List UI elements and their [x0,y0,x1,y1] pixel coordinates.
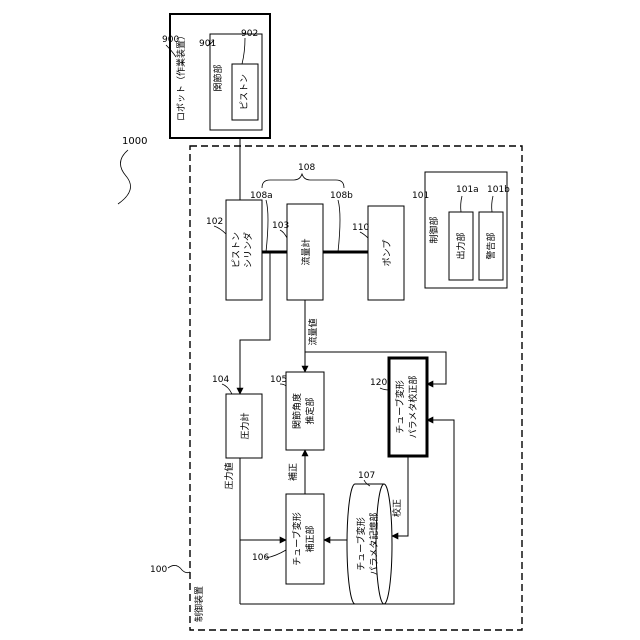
tube-param-storage-label-1: チューブ変形 [355,517,367,570]
piston-cylinder-ref: 102 [206,217,223,227]
robot-piston-label: ピストン [239,74,250,110]
pressure-gauge-label: 圧力計 [239,412,251,439]
tube-param-storage-label-2: パラメタ記憶部 [368,513,380,576]
warning-unit-label: 警告部 [485,232,497,259]
control-device-ref: 100 [150,565,167,575]
tube-param-calibrator-box [389,358,427,456]
joint-angle-estimator-ref: 105 [270,375,287,385]
tube-bracket [262,174,344,188]
pressure-value-label: 圧力値 [223,462,235,489]
joint-label: 関節部 [212,64,224,91]
tube-ref: 108 [298,163,315,173]
output-unit-ref: 101a [456,185,479,195]
output-unit-label: 出力部 [455,232,467,259]
warning-unit-ref: 101b [487,185,510,195]
tube-deform-corrector-label-2: 補正部 [304,525,316,552]
controller-label: 制御部 [428,216,440,243]
joint-angle-estimator-box [286,372,324,450]
cylinder-to-pressure-arrow [240,252,270,394]
tube-ref-a: 108a [250,191,273,201]
robot-piston-ref: 902 [241,29,258,39]
piston-cylinder-label-2: シリンダ [242,232,254,268]
pressure-gauge-ref: 104 [212,375,229,385]
flow-meter-label: 流量計 [300,238,312,265]
joint-angle-estimator-label-1: 関節角度 [291,393,303,429]
system-label: 1000 [122,136,147,147]
piston-cylinder-label-1: ピストン [231,232,242,268]
tube-param-calibrator-ref: 120 [370,378,387,388]
tube-param-storage-ref: 107 [358,471,375,481]
flow-value-label: 流量値 [307,318,319,345]
controller-ref: 101 [412,191,429,201]
pressure-to-calibrator-arrow [240,420,454,604]
robot-ref: 900 [162,35,179,45]
tube-deform-corrector-label-1: チューブ変形 [291,512,303,565]
calibration-label: 校正 [391,499,403,517]
system-label-leader [118,150,131,204]
flow-meter-ref: 103 [272,221,289,231]
tube-deform-corrector-box [286,494,324,584]
calibration-arrow [392,456,408,536]
pump-ref: 110 [352,223,369,233]
tube-param-calibrator-label-2: パラメタ校正部 [407,376,419,439]
pump-label: ポンプ [382,240,393,267]
tube-ref-b: 108b [330,191,353,201]
tube-param-calibrator-label-1: チューブ変形 [394,380,406,433]
correction-label: 補正 [287,463,299,481]
joint-angle-estimator-label-2: 推定部 [304,397,316,424]
control-device-label: 制御装置 [193,586,205,622]
